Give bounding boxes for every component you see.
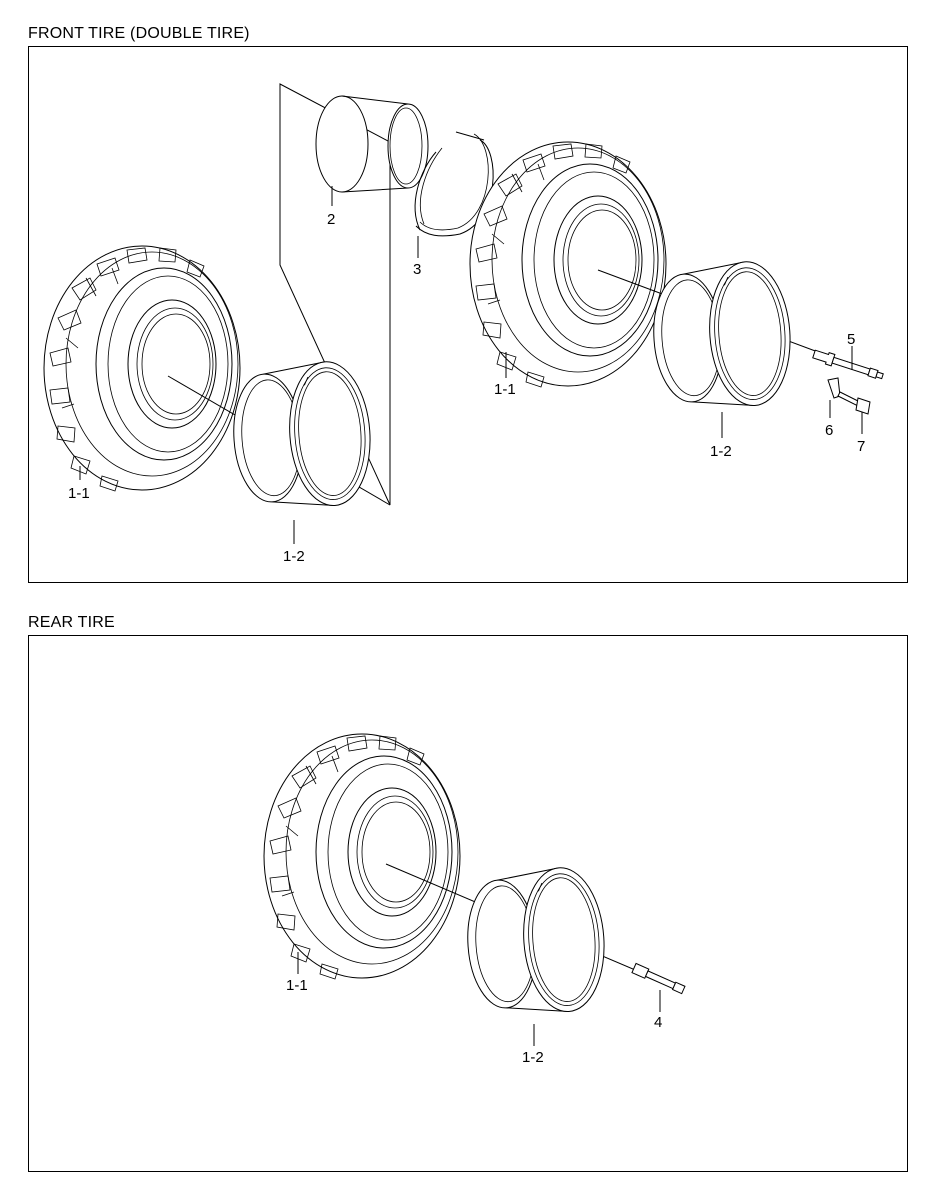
callout-rear-tire: 1-1 bbox=[286, 977, 308, 994]
callout-front-right-rim: 1-2 bbox=[710, 443, 732, 460]
rear-valve bbox=[631, 962, 686, 995]
front-band bbox=[315, 95, 429, 193]
rear-tire bbox=[263, 733, 461, 980]
callout-rear-valve: 4 bbox=[654, 1014, 662, 1031]
front-right-rim bbox=[648, 258, 796, 413]
front-ring bbox=[414, 131, 494, 237]
front-left-rim bbox=[228, 358, 376, 513]
rear-rim bbox=[462, 864, 610, 1019]
callout-front-left-rim: 1-2 bbox=[283, 548, 305, 565]
callout-front-bolt: 7 bbox=[857, 438, 865, 455]
callout-front-left-tire: 1-1 bbox=[68, 485, 90, 502]
callout-front-clip: 6 bbox=[825, 422, 833, 439]
front-bolt bbox=[837, 391, 871, 415]
rear-tire-panel bbox=[28, 635, 908, 1172]
front-left-tire bbox=[43, 245, 241, 492]
callout-front-right-tire: 1-1 bbox=[494, 381, 516, 398]
front-tire-panel bbox=[28, 46, 908, 583]
callout-front-valve: 5 bbox=[847, 331, 855, 348]
front-valve bbox=[811, 347, 885, 383]
front-tire-section-title: FRONT TIRE (DOUBLE TIRE) bbox=[28, 25, 250, 42]
callout-rear-rim: 1-2 bbox=[522, 1049, 544, 1066]
front-right-tire bbox=[469, 141, 667, 388]
callout-front-ring: 3 bbox=[413, 261, 421, 278]
callout-front-band: 2 bbox=[327, 211, 335, 228]
rear-tire-section-title: REAR TIRE bbox=[28, 614, 115, 631]
